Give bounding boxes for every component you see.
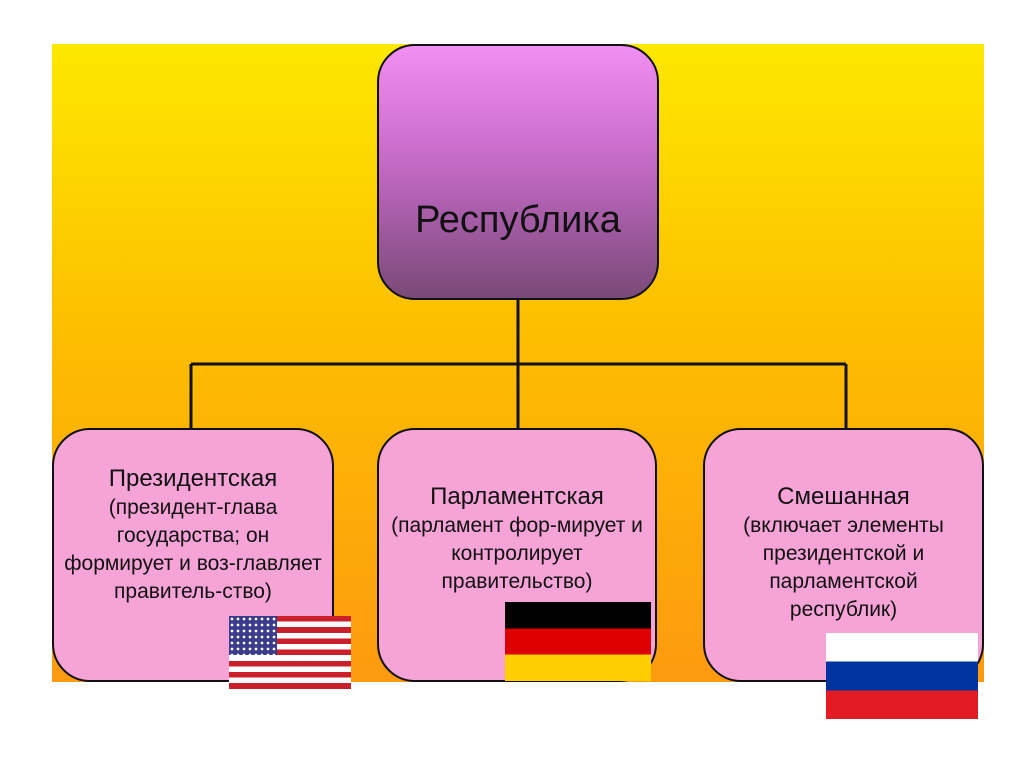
node-title: Парламентская (430, 483, 604, 510)
root-title: Республика (415, 199, 621, 241)
root-node-republic: Республика (377, 44, 659, 300)
node-mixed: Смешанная (включает элементы президентск… (703, 428, 984, 682)
node-description: (парламент фор-мирует и контролирует пра… (391, 514, 643, 593)
germany-flag-icon (505, 602, 651, 681)
node-title: Смешанная (777, 483, 910, 510)
usa-flag-canton (229, 616, 277, 655)
node-description: (включает элементы президентской и парла… (743, 514, 944, 621)
node-title: Президентская (108, 465, 278, 492)
node-description: (президент-глава государства; он формиру… (64, 496, 322, 603)
russia-flag-icon (826, 633, 978, 719)
usa-flag-icon (229, 616, 351, 689)
